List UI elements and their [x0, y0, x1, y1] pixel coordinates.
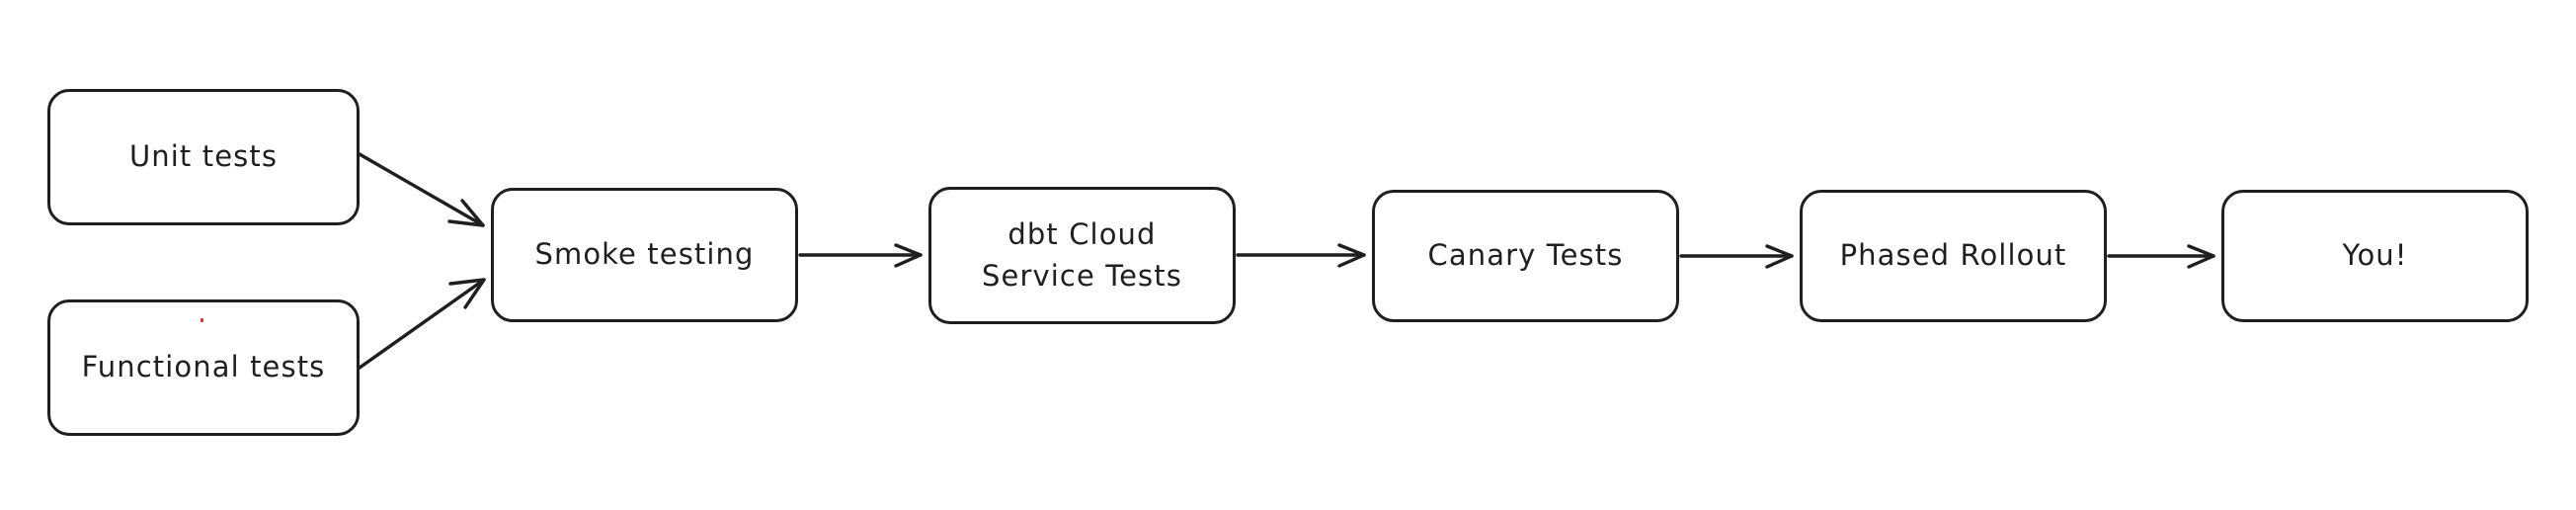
edge-canary-to-phased: [1679, 244, 1794, 269]
node-label-unit-tests: Unit tests: [128, 139, 279, 174]
node-label-phased-rollout: Phased Rollout: [1839, 238, 2067, 273]
node-canary-tests[interactable]: Canary Tests: [1372, 190, 1679, 322]
edge-smoke-to-dbt: [798, 243, 923, 268]
edge-unit-to-smoke: [358, 152, 485, 227]
node-unit-tests[interactable]: Unit tests: [47, 89, 360, 225]
node-label-dbt-cloud-service-tests: dbt Cloud Service Tests: [982, 217, 1182, 293]
node-functional-tests[interactable]: Functional tests: [47, 299, 360, 436]
node-you[interactable]: You!: [2221, 190, 2529, 322]
red-dot-artifact: [201, 318, 203, 322]
node-label-smoke-testing: Smoke testing: [534, 237, 755, 272]
edge-phased-to-you: [2107, 244, 2215, 269]
node-label-you: You!: [2342, 238, 2408, 273]
node-dbt-cloud-service-tests[interactable]: dbt Cloud Service Tests: [928, 187, 1236, 324]
node-smoke-testing[interactable]: Smoke testing: [491, 188, 798, 322]
node-label-canary-tests: Canary Tests: [1427, 238, 1624, 273]
edge-functional-to-smoke: [358, 278, 486, 370]
node-label-functional-tests: Functional tests: [81, 350, 326, 384]
node-phased-rollout[interactable]: Phased Rollout: [1800, 190, 2107, 322]
edge-dbt-to-canary: [1236, 243, 1366, 268]
